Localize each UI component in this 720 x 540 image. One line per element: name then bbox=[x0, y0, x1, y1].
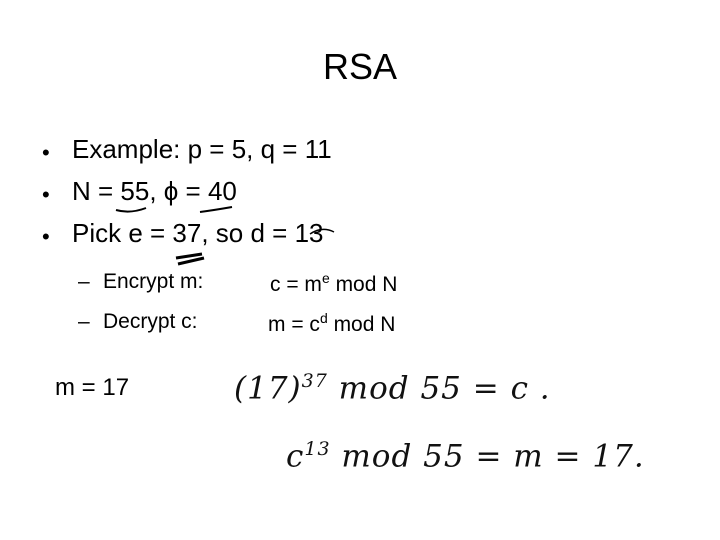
handwritten-encrypt: (17)37 mod 55 = c . bbox=[234, 370, 551, 407]
encrypt-formula: c = me mod N bbox=[270, 270, 398, 296]
arc-13 bbox=[309, 228, 335, 235]
bullet-n-phi: N = 55, ϕ = 40 bbox=[72, 176, 237, 206]
encrypt-label: Encrypt m: bbox=[103, 270, 204, 293]
sub-dash: – bbox=[78, 270, 90, 293]
bullet-pick-e: Pick e = 37, so d = 13 bbox=[72, 218, 324, 248]
decrypt-label: Decrypt c: bbox=[103, 310, 198, 333]
bullet-icon: • bbox=[42, 224, 50, 249]
underline-40 bbox=[199, 206, 233, 213]
bullet-icon: • bbox=[42, 182, 50, 207]
decrypt-formula: m = cd mod N bbox=[268, 310, 396, 336]
scribble-37 bbox=[175, 252, 205, 266]
handwritten-decrypt: c13 mod 55 = m = 17. bbox=[286, 438, 645, 475]
underline-55 bbox=[115, 207, 147, 213]
bullet-example: Example: p = 5, q = 11 bbox=[72, 134, 332, 164]
slide-title: RSA bbox=[322, 46, 398, 87]
m-value: m = 17 bbox=[55, 374, 130, 401]
bullet-icon: • bbox=[42, 140, 50, 165]
sub-dash: – bbox=[78, 310, 90, 333]
